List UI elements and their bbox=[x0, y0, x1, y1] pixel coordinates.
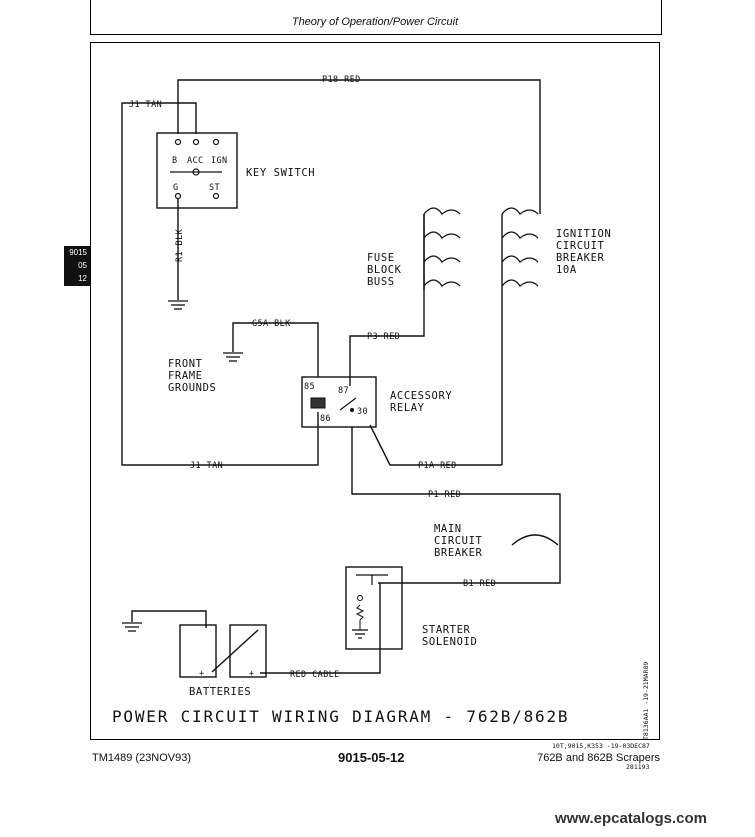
header-frame bbox=[90, 0, 662, 35]
label-ks-st: ST bbox=[209, 183, 220, 193]
label-block: BLOCK bbox=[367, 264, 402, 276]
label-accessory: ACCESSORY bbox=[390, 390, 452, 402]
label-p18: P18 RED bbox=[322, 75, 361, 85]
wire-p18 bbox=[177, 79, 541, 214]
label-t30: 30 bbox=[357, 407, 368, 417]
footer-right: 762B and 862B Scrapers bbox=[537, 752, 660, 764]
label-grounds: GROUNDS bbox=[168, 382, 216, 394]
label-main-circuit: CIRCUIT bbox=[434, 535, 483, 547]
label-ignition: IGNITION bbox=[556, 228, 611, 240]
diagram-title: POWER CIRCUIT WIRING DIAGRAM - 762B/862B bbox=[112, 707, 569, 726]
section-tab: 9015 05 12 bbox=[64, 246, 90, 286]
label-batteries: BATTERIES bbox=[189, 686, 251, 698]
key-switch-box bbox=[156, 132, 238, 209]
label-j1-top: J1 TAN bbox=[129, 100, 162, 110]
main-breaker-arc bbox=[511, 534, 559, 546]
label-g5a: G5A BLK bbox=[252, 319, 291, 329]
label-10a: 10A bbox=[556, 264, 577, 276]
label-key-switch: KEY SWITCH bbox=[246, 167, 315, 179]
wire-p1a bbox=[369, 424, 502, 466]
label-ks-acc: ACC bbox=[187, 156, 204, 166]
tab-line-2: 05 bbox=[78, 261, 87, 270]
label-relay: RELAY bbox=[390, 402, 425, 414]
label-r1: R1 BLK bbox=[175, 228, 185, 262]
label-ks-ign: IGN bbox=[211, 156, 228, 166]
label-t87: 87 bbox=[338, 386, 349, 396]
label-fuse: FUSE bbox=[367, 252, 395, 264]
battery-1 bbox=[179, 624, 217, 678]
label-main-breaker: BREAKER bbox=[434, 547, 483, 559]
footer-page-number: 9015-05-12 bbox=[338, 750, 405, 765]
relay-box bbox=[301, 376, 377, 428]
label-p3: P3 RED bbox=[367, 332, 400, 342]
label-j1-bottom: J1 TAN bbox=[190, 461, 223, 471]
label-main: MAIN bbox=[434, 523, 462, 535]
ref-code-2: 281193 bbox=[626, 763, 650, 771]
wire-j1 bbox=[121, 102, 319, 466]
tab-line-3: 12 bbox=[78, 274, 87, 283]
wire-b1 bbox=[378, 545, 561, 584]
wire-p1 bbox=[351, 427, 561, 545]
side-code: T8136AA1 -19-21MAR89 bbox=[642, 662, 650, 740]
label-p1a: P1A RED bbox=[418, 461, 457, 471]
wire-red-cable bbox=[260, 583, 381, 674]
watermark-link[interactable]: www.epcatalogs.com bbox=[555, 810, 707, 827]
starter-box bbox=[345, 566, 403, 650]
label-frame: FRAME bbox=[168, 370, 203, 382]
wire-p3 bbox=[349, 214, 425, 386]
label-t86: 86 bbox=[320, 414, 331, 424]
label-breaker: BREAKER bbox=[556, 252, 605, 264]
label-plus-2: + bbox=[249, 669, 255, 679]
ref-code-1: 10T,9015,K353 -19-03DEC87 bbox=[552, 742, 650, 750]
label-t85: 85 bbox=[304, 382, 315, 392]
diagram-frame bbox=[90, 42, 660, 740]
footer-left: TM1489 (23NOV93) bbox=[92, 752, 192, 764]
label-b1: B1 RED bbox=[463, 579, 496, 589]
tab-line-1: 9015 bbox=[69, 248, 87, 257]
label-circuit: CIRCUIT bbox=[556, 240, 605, 252]
label-red-cable: RED CABLE bbox=[290, 670, 340, 680]
battery-ground-wire bbox=[131, 610, 207, 628]
label-p1: P1 RED bbox=[428, 490, 461, 500]
label-starter: STARTER bbox=[422, 624, 471, 636]
label-solenoid: SOLENOID bbox=[422, 636, 477, 648]
label-plus-1: + bbox=[199, 669, 205, 679]
label-front: FRONT bbox=[168, 358, 203, 370]
page-header-title: Theory of Operation/Power Circuit bbox=[291, 16, 459, 28]
wire-g5a bbox=[232, 322, 319, 377]
label-ks-b: B bbox=[172, 156, 178, 166]
label-ks-g: G bbox=[173, 183, 179, 193]
battery-2 bbox=[229, 624, 267, 678]
label-buss: BUSS bbox=[367, 276, 395, 288]
